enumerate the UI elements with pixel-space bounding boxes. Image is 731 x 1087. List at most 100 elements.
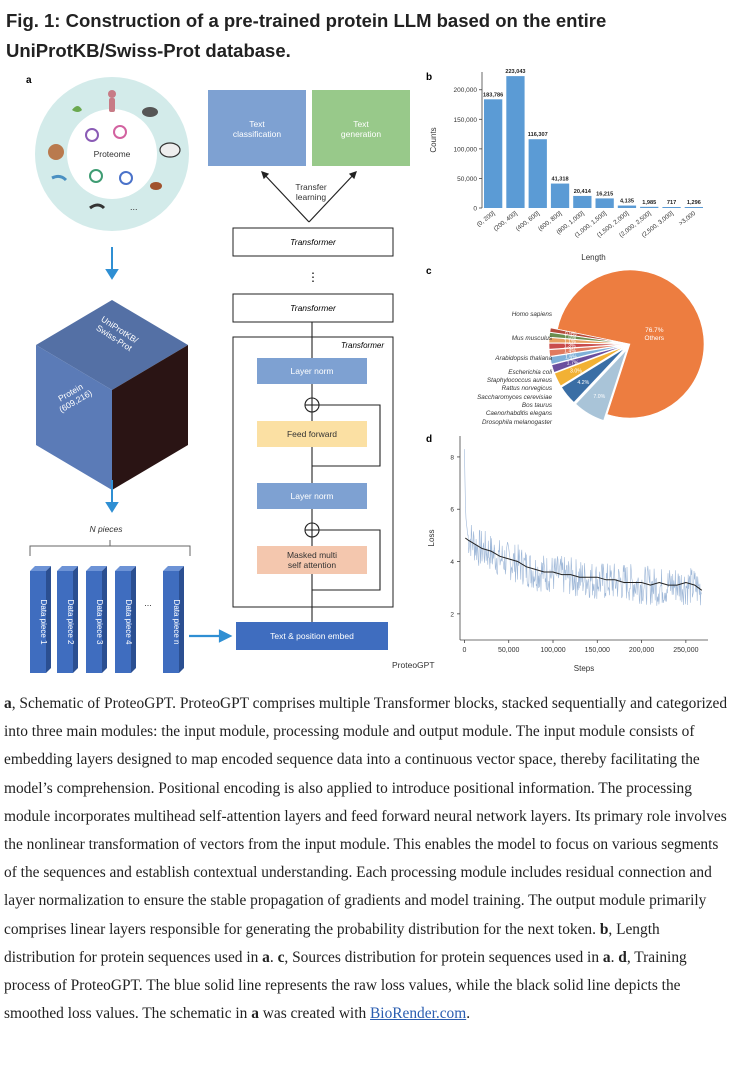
data-piece-label: Data piece 2: [66, 600, 75, 645]
b-y-tick-label: 100,000: [454, 146, 478, 153]
transformer-second-label: Transformer: [290, 303, 337, 313]
data-piece: [57, 571, 73, 673]
cow-icon: [159, 142, 181, 158]
d-x-tick-label: 250,000: [673, 647, 698, 654]
data-piece-top: [57, 566, 78, 571]
data-piece-top: [163, 566, 184, 571]
c-pie-slice: [548, 332, 624, 344]
model-name-label: ProteoGPT: [392, 660, 435, 670]
transformer-top-box: [232, 227, 394, 257]
c-slice-percent: 76.7%: [645, 327, 664, 334]
plant-icon: [72, 106, 82, 112]
d-x-axis-label: Steps: [574, 664, 594, 673]
fly-icon: [150, 182, 162, 190]
transformer-block-label: Transformer: [341, 341, 384, 350]
data-piece: [163, 571, 179, 673]
masked-attention-box: [257, 546, 367, 574]
panel-d-letter: d: [426, 434, 432, 445]
b-bar: [640, 206, 659, 208]
cube-left-face: [36, 345, 112, 490]
biorender-link[interactable]: BioRender.com: [370, 1005, 467, 1023]
data-piece-side: [131, 566, 136, 673]
cell-icon: [48, 144, 64, 160]
b-bar: [550, 183, 570, 208]
b-bar-value-label: 1,296: [687, 200, 701, 206]
c-pie-slice: [549, 345, 624, 365]
layer-norm-top-label: Layer norm: [291, 366, 334, 376]
d-raw-loss-line: [464, 449, 702, 606]
d-y-tick-label: 4: [450, 559, 454, 566]
caption-c-text: , Sources distribution for protein seque…: [284, 948, 603, 966]
b-bar: [595, 198, 614, 208]
d-x-tick-label: 100,000: [540, 647, 565, 654]
c-slice-percent: 0.9%: [565, 332, 577, 338]
data-piece: [30, 571, 46, 673]
c-pie-slice: [557, 269, 705, 419]
caption-end: .: [466, 1005, 471, 1023]
c-slice-percent: 1.0%: [564, 335, 576, 341]
b-bar-value-label: 223,043: [505, 69, 525, 75]
c-slice-percent: 3.0%: [570, 369, 582, 375]
c-pie-slice: [561, 348, 625, 403]
c-species-label: Homo sapiens: [512, 311, 553, 318]
layer-norm-bottom-label: Layer norm: [291, 491, 334, 501]
c-pie-slice: [548, 344, 624, 357]
caption-letter-d: d: [618, 948, 627, 966]
caption-letter-a: a: [4, 695, 12, 712]
caption-letter-b: b: [599, 920, 609, 938]
panel-b-letter: b: [426, 72, 432, 83]
transformer-vdots: ⋮: [307, 270, 319, 284]
b-bar: [506, 76, 525, 208]
b-y-tick-label: 0: [473, 206, 477, 213]
c-pie-slice: [575, 349, 627, 421]
data-piece-side: [179, 566, 184, 673]
c-species-label: Escherichia coli: [508, 369, 552, 376]
transformer-top-label: Transformer: [290, 237, 337, 247]
d-y-tick-label: 2: [450, 611, 454, 618]
b-bar-value-label: 116,307: [528, 132, 548, 138]
b-x-tick-label: (200, 400]: [492, 210, 518, 233]
figure-title: Fig. 1: Construction of a pre-trained pr…: [6, 10, 607, 61]
c-species-label: Saccharomyces cerevisiae: [477, 394, 552, 401]
caption-d-text: , Training process of ProteoGPT. The blu…: [4, 948, 687, 1023]
proteome-label: Proteome: [94, 149, 131, 159]
c-species-label: Mus musculus: [512, 335, 553, 342]
c-species-label: Arabidopsis thaliana: [494, 355, 552, 362]
d-y-tick-label: 6: [450, 507, 454, 514]
c-species-label: Bos taurus: [522, 402, 553, 409]
c-species-label: Caenorhabditis elegans: [486, 410, 553, 417]
b-y-axis-label: Counts: [429, 127, 438, 152]
caption-c-ref: a: [602, 948, 611, 966]
data-piece-top: [30, 566, 51, 571]
d-smoothed-loss-line: [465, 537, 703, 591]
embed-label: Text & position embed: [270, 631, 354, 641]
b-y-tick-label: 200,000: [454, 87, 478, 94]
mouse-icon: [142, 107, 158, 117]
d-y-axis-label: Loss: [427, 530, 436, 547]
layer-norm-top-box: [257, 358, 367, 384]
c-pie-slice: [548, 337, 624, 344]
c-pie-slice: [549, 327, 624, 344]
caption-letter-c: c: [277, 948, 285, 966]
c-species-label: Drosophila melanogaster: [482, 419, 553, 426]
data-piece: [86, 571, 102, 673]
b-bar-value-label: 4,135: [620, 199, 634, 205]
b-bar-value-label: 20,414: [574, 189, 592, 195]
caption-d-tail: was created with: [258, 1005, 371, 1023]
panel-c-source-pie: c 76.7%Others7.0%4.2%3.0%1.7%1.6%1.4%1.3…: [426, 266, 705, 426]
c-slice-percent: 1.7%: [567, 360, 579, 366]
b-bar: [617, 205, 637, 208]
b-bar-value-label: 183,786: [483, 92, 503, 98]
data-piece-label: Data piece 3: [95, 600, 104, 645]
c-slice-label-others: Others: [645, 335, 665, 342]
b-x-axis-label: Length: [581, 253, 605, 262]
b-y-tick-label: 50,000: [457, 176, 477, 183]
d-x-tick-label: 50,000: [498, 647, 520, 654]
c-species-label: Staphylococcus aureus: [487, 377, 553, 384]
b-bar-value-label: 1,985: [642, 200, 656, 206]
